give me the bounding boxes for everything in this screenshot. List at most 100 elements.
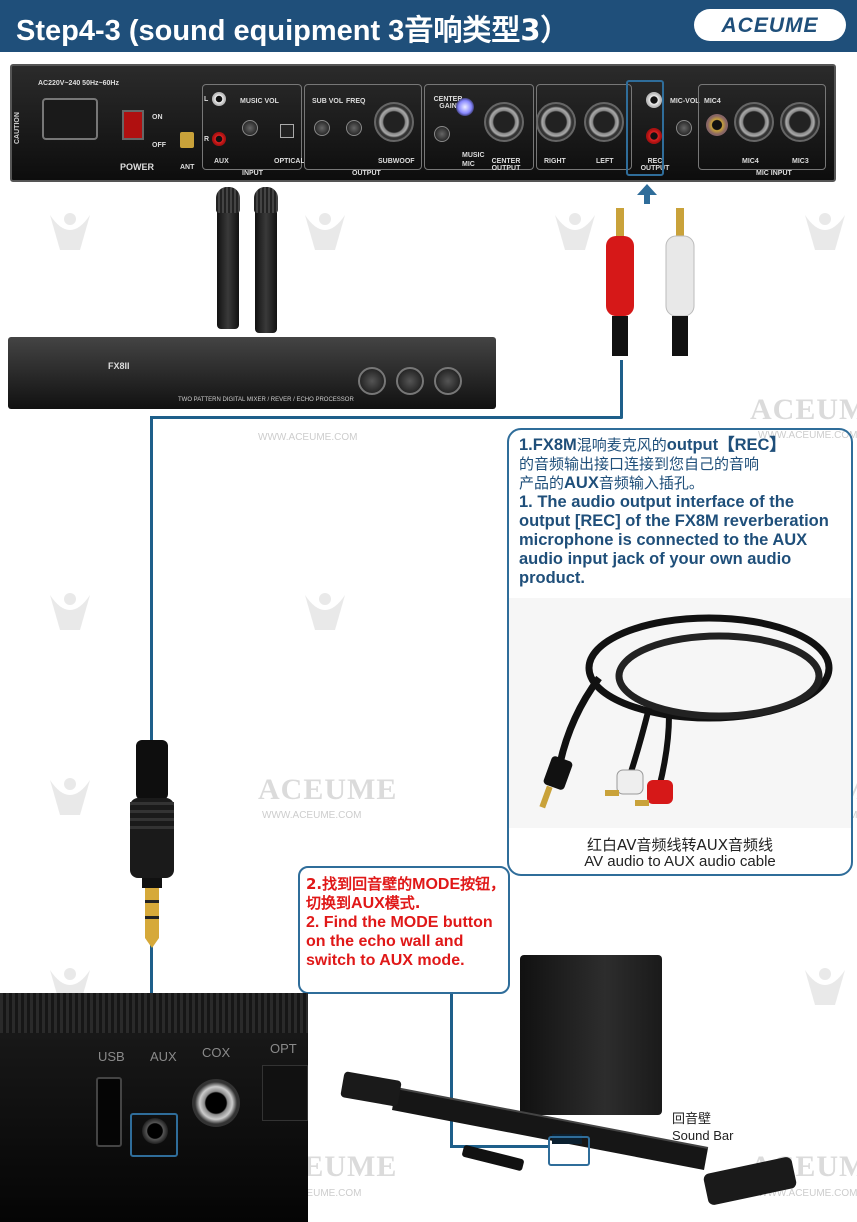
- freq-knob[interactable]: [346, 120, 362, 136]
- center-output-label: CENTER OUTPUT: [491, 158, 521, 172]
- opt-port[interactable]: [262, 1065, 308, 1121]
- mixer-knob[interactable]: [434, 367, 462, 395]
- watermark-logo-icon: [50, 213, 90, 250]
- watermark-logo-icon: [805, 968, 845, 1005]
- step2-text: 2.找到回音壁的MODE按钮，切换到AUX模式. 2. Find the MOD…: [306, 875, 506, 969]
- sub-vol-knob[interactable]: [314, 120, 330, 136]
- step2-info-box: 2.找到回音壁的MODE按钮，切换到AUX模式. 2. Find the MOD…: [298, 866, 510, 994]
- signal-path: [450, 1145, 548, 1148]
- watermark-brand: ACEUME: [750, 393, 857, 426]
- signal-path: [150, 416, 153, 742]
- center-output-xlr: [484, 102, 524, 142]
- page-title: Step4-3 (sound equipment 3音响类型3）: [16, 13, 570, 47]
- soundbar-label: 回音壁 Sound Bar: [672, 1112, 734, 1143]
- mic-input-label: MIC INPUT: [756, 170, 792, 177]
- mixer-subtitle: TWO PATTERN DIGITAL MIXER / REVER / ECHO…: [178, 397, 354, 403]
- freq-label: FREQ: [346, 98, 366, 105]
- optical-label: OPTICAL: [274, 158, 305, 165]
- left-output-xlr: [584, 102, 624, 142]
- opt-port-label: OPT: [270, 1041, 297, 1056]
- mic-label: MIC: [462, 161, 475, 168]
- receiver-rear-panel: AC220V~240 50Hz~60Hz CAUTION ON OFF POWE…: [10, 64, 836, 182]
- mic-vol-label: MIC-VOL: [670, 98, 700, 105]
- wireless-mic: [216, 187, 240, 329]
- watermark-url: WWW.ACEUME.COM: [258, 432, 358, 443]
- power-inlet: [42, 98, 98, 140]
- power-switch[interactable]: [122, 110, 144, 140]
- subwoof-xlr: [374, 102, 414, 142]
- watermark-url: WWW.ACEUME.COM: [758, 430, 857, 441]
- power-label: POWER: [120, 162, 155, 172]
- on-label: ON: [152, 114, 163, 121]
- audio-device-panel: USB AUX COX OPT: [0, 993, 308, 1222]
- center-gain-knob[interactable]: [434, 126, 450, 142]
- left-label: LEFT: [596, 158, 614, 165]
- aux-port[interactable]: [142, 1118, 168, 1144]
- mic3-bottom-label: MIC3: [792, 158, 809, 165]
- off-label: OFF: [152, 142, 166, 149]
- cable-photo-panel: [509, 598, 851, 828]
- mic-vol-knob[interactable]: [676, 120, 692, 136]
- cox-port[interactable]: [192, 1079, 240, 1127]
- rec-output-jack-white: [646, 92, 662, 108]
- optical-port: [280, 124, 294, 138]
- mic-input-section: [698, 84, 826, 170]
- mic4-xlr: [734, 102, 774, 142]
- rca-white-plug: [665, 208, 695, 356]
- subwoof-label: SUBWOOF: [378, 158, 415, 165]
- aux-label: AUX: [214, 158, 229, 165]
- rec-output-jack-red: [646, 128, 662, 144]
- mic4-bottom-label: MIC4: [742, 158, 759, 165]
- caution-label: CAUTION: [14, 112, 21, 144]
- signal-path: [450, 994, 453, 1148]
- aux-jack-red: [212, 132, 226, 146]
- mixer-model-label: FX8II: [108, 361, 130, 371]
- step1-info-box: 1.FX8M混响麦克风的output【REC】 的音频输出接口连接到您自己的音响…: [507, 428, 853, 876]
- watermark-logo-icon: [50, 593, 90, 630]
- l-label: L: [204, 96, 209, 103]
- aux-plug: [130, 740, 174, 948]
- usb-port-label: USB: [98, 1049, 125, 1064]
- mic-jack-quarter: [706, 114, 728, 136]
- subwoofer: [520, 955, 662, 1115]
- watermark-url: WWW.ACEUME.COM: [262, 1188, 362, 1199]
- rca-red-plug: [606, 208, 634, 356]
- step1-text: 1.FX8M混响麦克风的output【REC】 的音频输出接口连接到您自己的音响…: [519, 436, 829, 587]
- cox-port-label: COX: [202, 1045, 231, 1060]
- mixer-knob[interactable]: [396, 367, 424, 395]
- ant-label: ANT: [180, 164, 195, 171]
- watermark-url: WWW.ACEUME.COM: [262, 810, 362, 821]
- wireless-mic: [254, 187, 278, 333]
- power-spec-label: AC220V~240 50Hz~60Hz: [38, 80, 119, 87]
- music-label: MUSIC: [462, 152, 485, 159]
- output-label: OUTPUT: [352, 170, 381, 177]
- mixer-knob[interactable]: [358, 367, 386, 395]
- watermark-logo-icon: [305, 213, 345, 250]
- right-label: RIGHT: [544, 158, 566, 165]
- watermark-logo-icon: [805, 213, 845, 250]
- watermark-url: WWW.ACEUME.COM: [758, 1188, 857, 1199]
- usb-port[interactable]: [96, 1077, 122, 1147]
- indicator-led: [456, 98, 474, 116]
- signal-path: [620, 360, 623, 418]
- soundbar: [340, 1071, 709, 1170]
- watermark-logo-icon: [50, 778, 90, 815]
- watermark-logo-icon: [305, 593, 345, 630]
- brand-logo: ACEUME: [694, 9, 846, 41]
- cable-caption-en: AV audio to AUX audio cable: [584, 853, 776, 870]
- aux-port-label: AUX: [150, 1049, 177, 1064]
- rec-output-highlight: [626, 80, 664, 176]
- aux-port-highlight: [130, 1113, 178, 1157]
- rec-output-label: REC OUTPUT: [640, 158, 670, 172]
- center-section: [424, 84, 534, 170]
- input-section: [202, 84, 302, 170]
- music-vol-label: MUSIC VOL: [240, 98, 279, 105]
- fx8-mixer-unit: FX8II TWO PATTERN DIGITAL MIXER / REVER …: [8, 337, 496, 409]
- music-vol-knob[interactable]: [242, 120, 258, 136]
- r-label: R: [204, 136, 210, 143]
- right-output-xlr: [536, 102, 576, 142]
- watermark-logo-icon: [555, 213, 595, 250]
- signal-path: [150, 416, 623, 419]
- cable-caption-cn: 红白AV音频线转AUX音频线: [586, 836, 774, 854]
- input-label: INPUT: [242, 170, 263, 177]
